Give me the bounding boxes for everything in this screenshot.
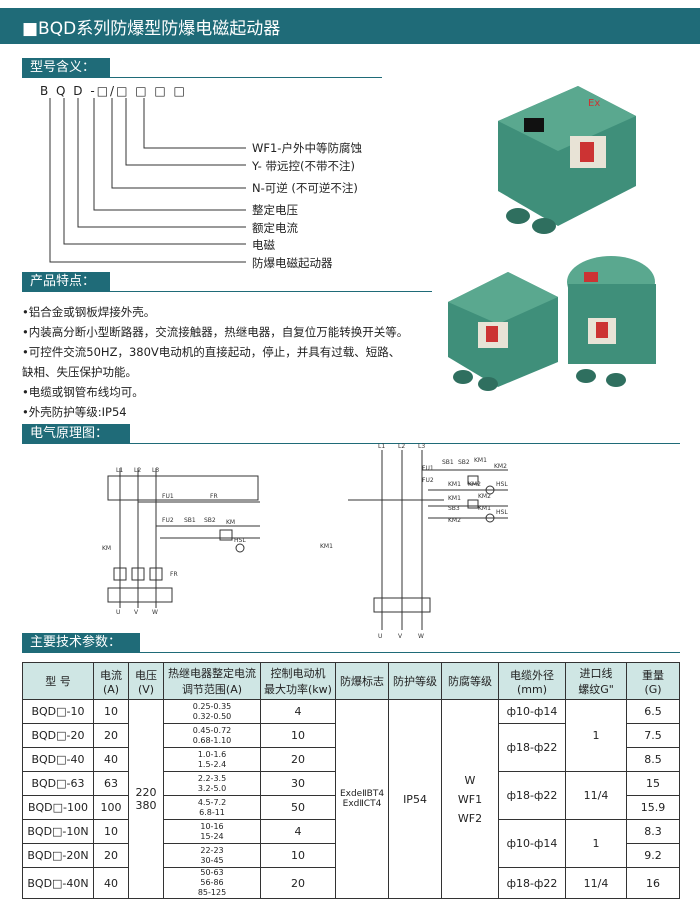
svg-text:HSL: HSL [496, 509, 508, 516]
circuit-diagram-left: L1 L2 L3 FU1 FR FU2 SB1 SB2 KM HSL KM FR… [102, 467, 260, 616]
section-model: 型号含义： [22, 58, 110, 78]
svg-text:KM2: KM2 [468, 481, 481, 488]
legend-item-4: 整定电压 [252, 203, 298, 217]
feature-4: 缺相、失压保护功能。 [22, 365, 137, 379]
feature-6: •外壳防护等级:IP54 [22, 405, 127, 419]
product-image-mid-left [448, 272, 558, 391]
svg-text:SB2: SB2 [458, 459, 470, 466]
legend-item-3: N-可逆 (不可逆不注) [252, 181, 358, 195]
right-label-l3: L3 [418, 443, 425, 450]
feature-1: •铝合金或钢板焊接外壳。 [22, 305, 156, 319]
svg-text:FR: FR [210, 493, 218, 500]
svg-text:SB2: SB2 [204, 517, 216, 524]
model-code: B Q D -□/□ □ □ □ [40, 84, 187, 98]
section-circuit-line [22, 443, 680, 444]
product-image-mid-right [567, 256, 656, 387]
svg-text:V: V [398, 633, 403, 640]
svg-text:KM2: KM2 [494, 463, 507, 470]
svg-text:FR: FR [170, 571, 178, 578]
section-circuit: 电气原理图： [22, 424, 130, 444]
feature-5: •电缆或钢管布线均可。 [22, 385, 144, 399]
svg-text:KM1: KM1 [320, 543, 333, 550]
right-label-l1: L1 [378, 443, 385, 450]
section-params-line [22, 652, 680, 653]
legend-item-7: 防爆电磁起动器 [252, 256, 333, 270]
svg-text:Ex: Ex [588, 98, 600, 109]
section-features-line [22, 291, 432, 292]
svg-text:SB1: SB1 [442, 459, 454, 466]
svg-text:FU2: FU2 [162, 517, 174, 524]
feature-2: •内装高分断小型断路器，交流接触器，热继电器，自复位万能转换开关等。 [22, 325, 409, 339]
svg-text:FU2: FU2 [422, 477, 434, 484]
legend-item-6: 电磁 [252, 238, 275, 252]
svg-text:FU1: FU1 [422, 465, 434, 472]
svg-text:W: W [152, 609, 158, 616]
svg-text:KM1: KM1 [478, 505, 491, 512]
table-header-row: 型 号 电流 (A) 电压 (V) 热继电器整定电流 调节范围(A) 控制电动机… [22, 662, 680, 700]
left-label-l3: L3 [152, 467, 159, 474]
svg-text:W: W [418, 633, 424, 640]
svg-text:FU1: FU1 [162, 493, 174, 500]
title-bar: ■BQD系列防爆型防爆电磁起动器 [0, 8, 700, 44]
svg-text:V: V [134, 609, 139, 616]
svg-text:KM: KM [102, 545, 111, 552]
svg-text:HSL: HSL [496, 481, 508, 488]
svg-text:KM2: KM2 [448, 517, 461, 524]
section-params: 主要技术参数： [22, 633, 140, 653]
svg-text:KM1: KM1 [448, 495, 461, 502]
svg-text:U: U [378, 633, 382, 640]
svg-text:SB1: SB1 [184, 517, 196, 524]
left-label-l1: L1 [116, 467, 123, 474]
section-features: 产品特点： [22, 272, 110, 292]
right-label-l2: L2 [398, 443, 405, 450]
section-model-line [22, 77, 382, 78]
svg-text:KM1: KM1 [474, 457, 487, 464]
svg-text:HSL: HSL [234, 537, 246, 544]
legend-item-5: 额定电流 [252, 221, 298, 235]
svg-text:KM2: KM2 [478, 493, 491, 500]
feature-3: •可控件交流50HZ，380V电动机的直接起动，停止，并具有过载、短路、 [22, 345, 401, 359]
legend-item-2: Y- 带远控(不带不注) [252, 159, 355, 173]
circuit-diagram-right: L1 L2 L3 FU1 FU2 SB1 SB2 KM1 KM2 KM1 KM2… [320, 443, 508, 640]
product-image-top: Ex [498, 86, 636, 234]
svg-text:KM: KM [226, 519, 235, 526]
svg-text:KM1: KM1 [448, 481, 461, 488]
spec-table: 型 号 电流 (A) 电压 (V) 热继电器整定电流 调节范围(A) 控制电动机… [22, 662, 680, 899]
svg-text:U: U [116, 609, 120, 616]
legend-item-1: WF1-户外中等防腐蚀 [252, 141, 362, 155]
left-label-l2: L2 [134, 467, 141, 474]
page-title: ■BQD系列防爆型防爆电磁起动器 [22, 19, 281, 39]
svg-text:SB3: SB3 [448, 505, 460, 512]
